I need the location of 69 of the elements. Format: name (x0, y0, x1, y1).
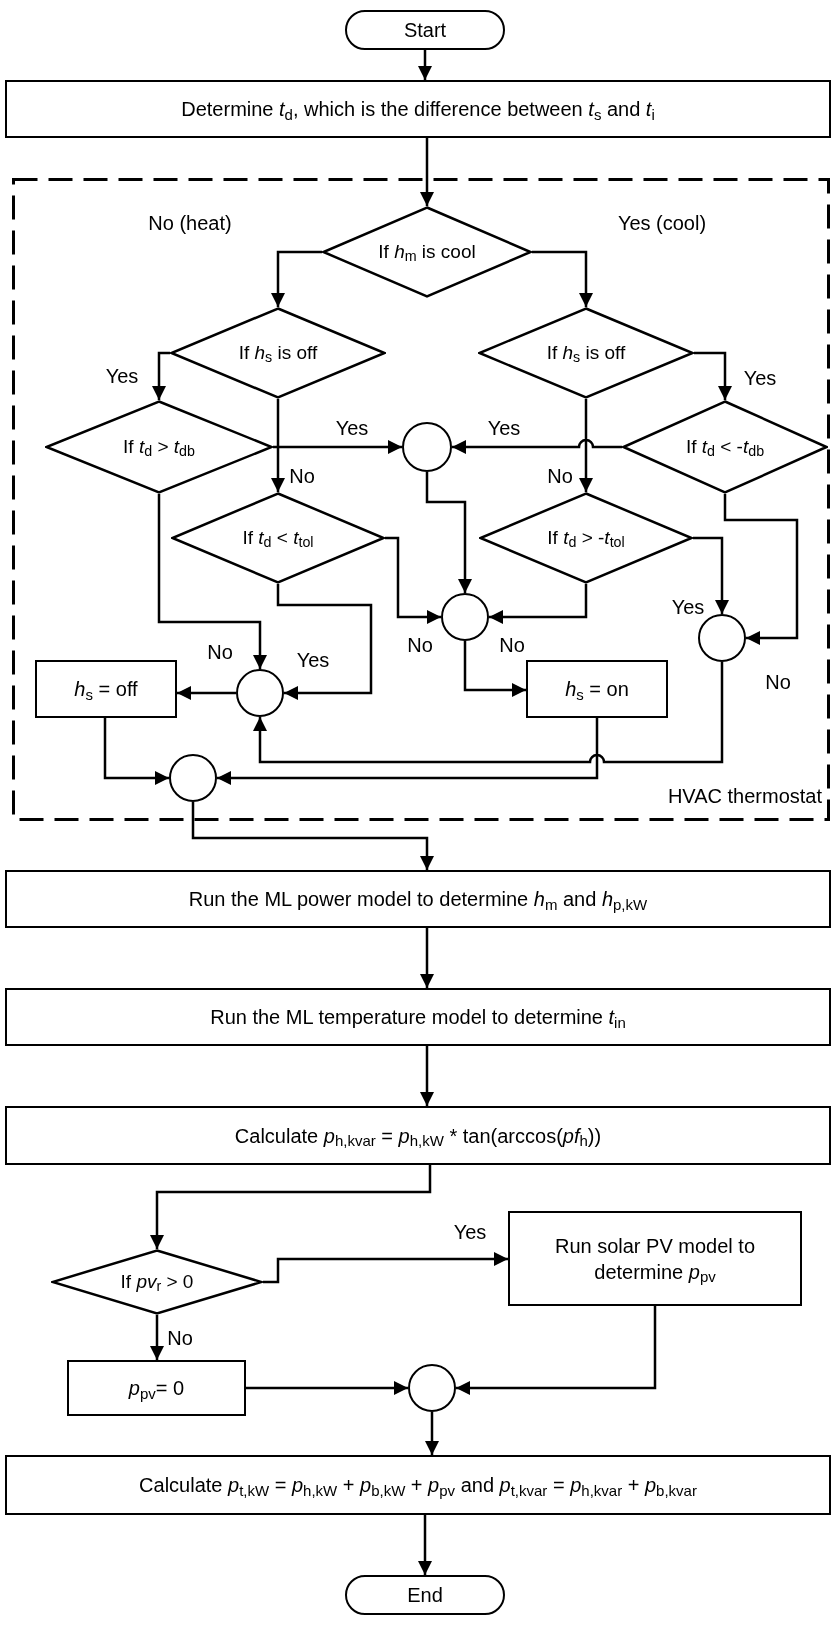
edge-label: No (heat) (148, 211, 232, 236)
process-box: Calculate p$_{h,kvar}$ = p$_{h,kW}$ * tan(arccos(pf$_{h}$)) (5, 1106, 831, 1165)
edge-label: No (765, 670, 791, 695)
decision-diamond: If h$_{s}$ is off (170, 307, 386, 399)
process-box: Calculate p$_{t,kW}$ = p$_{h,kW}$ + p$_{b,kW}$ + p$_{pv}$ and p$_{t,kvar}$ = p$_{h,kvar}$ + p$_{b,kvar}$ (5, 1455, 831, 1515)
arrow (418, 1515, 432, 1575)
process-box: h$_{s}$ = on (526, 660, 668, 718)
decision-diamond: If t$_{d}$ > t$_{db}$ (45, 400, 273, 494)
edge-label: Yes (487, 416, 521, 441)
arrow (579, 399, 593, 492)
arrow (253, 662, 724, 764)
arrow (385, 536, 441, 624)
arrow (177, 686, 236, 700)
arrow (150, 1165, 432, 1249)
edge-label: No (207, 640, 233, 665)
arrow (420, 138, 434, 206)
decision-diamond: If t$_{d}$ < -t$_{db}$ (622, 400, 828, 494)
arrow (420, 928, 434, 988)
decision-diamond: If t$_{d}$ < t$_{tol}$ (171, 492, 385, 584)
arrow (456, 1306, 657, 1395)
edge-label: No (289, 464, 315, 489)
decision-diamond: If t$_{d}$ > -t$_{tol}$ (479, 492, 693, 584)
arrow (152, 351, 170, 400)
edge-label: No (167, 1326, 193, 1351)
edge-label: Yes (296, 648, 330, 673)
arrow (191, 802, 434, 870)
arrow (263, 1252, 508, 1284)
arrow (425, 472, 472, 593)
arrow (723, 494, 799, 645)
arrow (157, 494, 267, 669)
process-box: p$_{pv}$= 0 (67, 1360, 246, 1416)
arrow (452, 438, 622, 454)
arrow (694, 351, 732, 400)
arrow (693, 536, 729, 614)
arrow (217, 718, 599, 785)
decision-diamond: If pv$_{r}$ > 0 (51, 1249, 263, 1315)
edge-label: Yes (671, 595, 705, 620)
process-box: Run the ML temperature model to determine t$_{in}$ (5, 988, 831, 1046)
decision-diamond: If h$_{s}$ is off (478, 307, 694, 399)
arrow (271, 250, 322, 307)
edge-label: Yes (cool) (617, 211, 707, 236)
arrow (420, 1046, 434, 1106)
edge-label: No (547, 464, 573, 489)
decision-diamond: If h$_{m}$ is cool (322, 206, 532, 298)
edge-label: Yes (743, 366, 777, 391)
process-box: Run the ML power model to determine h$_{m}$ and h$_{p,kW}$ (5, 870, 831, 928)
terminal-pill: Start (345, 10, 505, 50)
arrow (463, 641, 526, 697)
edge-label: Yes (105, 364, 139, 389)
arrow (150, 1315, 164, 1360)
arrow (246, 1381, 408, 1395)
arrow (273, 440, 402, 454)
edge-label: Yes (453, 1220, 487, 1245)
arrow (271, 399, 285, 492)
edge-label: No (499, 633, 525, 658)
arrow (418, 50, 432, 80)
arrow (276, 584, 373, 700)
group-label: HVAC thermostat (667, 784, 822, 809)
dashed-group-frame (12, 178, 830, 821)
arrow (103, 718, 169, 785)
arrow (532, 250, 593, 307)
process-box: h$_{s}$ = off (35, 660, 177, 718)
process-box: Run solar PV model to determine p$_{pv}$ (508, 1211, 802, 1306)
edge-label: No (407, 633, 433, 658)
arrow (425, 1412, 439, 1455)
terminal-pill: End (345, 1575, 505, 1615)
process-box: Determine t$_{d}$, which is the difference between t$_{s}$ and t$_{i}$ (5, 80, 831, 138)
edge-label: Yes (335, 416, 369, 441)
arrow (489, 584, 588, 624)
